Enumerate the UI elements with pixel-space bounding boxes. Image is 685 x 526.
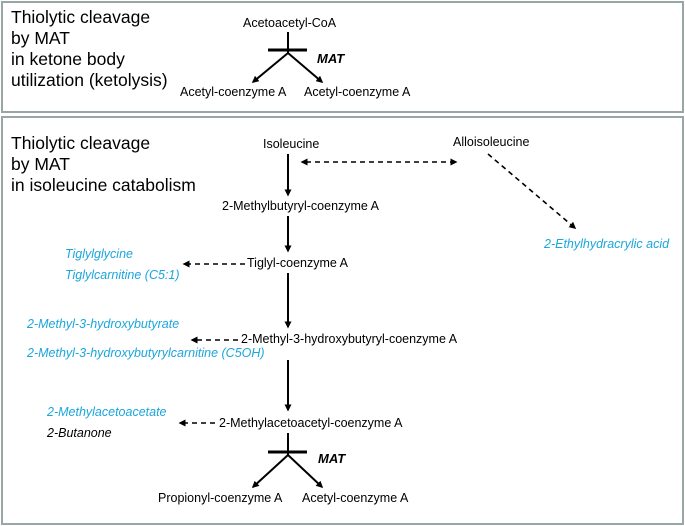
propionyl-coa-label: Propionyl-coenzyme A (158, 491, 283, 505)
hydroxybutyryl-coa-label: 2-Methyl-3-hydroxybutyryl-coenzyme A (241, 332, 458, 346)
mat-enzyme-label: MAT (318, 451, 346, 466)
acetyl-coa-label: Acetyl-coenzyme A (302, 491, 409, 505)
methylacetoacetyl-coa-label: 2-Methylacetoacetyl-coenzyme A (219, 416, 403, 430)
isoleucine-panel (1, 116, 684, 525)
heading-line: by MAT (11, 154, 70, 174)
arrow-alloisoleucine-to-ethylhydracrylic (487, 153, 577, 229)
arrow-to-propionyl (251, 454, 289, 489)
methylbutyryl-coa-label: 2-Methylbutyryl-coenzyme A (222, 199, 380, 213)
acetyl-coa-right-label: Acetyl-coenzyme A (304, 85, 411, 99)
heading-line: Thiolytic cleavage (11, 133, 151, 153)
heading-line: Thiolytic cleavage (11, 7, 151, 27)
isoleucine-heading: Thiolytic cleavage by MAT in isoleucine … (11, 133, 196, 196)
heading-line: in ketone body (11, 49, 125, 69)
ketolysis-panel (1, 1, 684, 113)
tiglyl-coa-label: Tiglyl-coenzyme A (247, 256, 348, 270)
heading-line: in isoleucine catabolism (11, 175, 196, 195)
hydroxybutyrate-label: 2-Methyl-3-hydroxybutyrate (27, 317, 180, 331)
arrow-to-acetyl-left (251, 52, 289, 83)
butanone-label: 2-Butanone (47, 426, 112, 440)
heading-line: utilization (ketolysis) (11, 70, 168, 90)
tiglylglycine-label: Tiglylglycine (65, 247, 133, 261)
hydroxybutyrylcarnitine-label: 2-Methyl-3-hydroxybutyrylcarnitine (C5OH… (27, 346, 265, 360)
heading-line: by MAT (11, 28, 70, 48)
methylacetoacetate-label: 2-Methylacetoacetate (47, 405, 167, 419)
acetoacetyl-coa-label: Acetoacetyl-CoA (243, 16, 337, 30)
arrow-to-acetyl-right (287, 52, 324, 83)
tiglylcarnitine-label: Tiglylcarnitine (C5:1) (65, 268, 180, 282)
mat-enzyme-label: MAT (317, 51, 345, 66)
alloisoleucine-label: Alloisoleucine (453, 135, 530, 149)
ethylhydracrylic-acid-label: 2-Ethylhydracrylic acid (544, 237, 670, 251)
ketolysis-heading: Thiolytic cleavage by MAT in ketone body… (11, 7, 168, 91)
isoleucine-label: Isoleucine (263, 137, 320, 151)
acetyl-coa-left-label: Acetyl-coenzyme A (180, 85, 287, 99)
arrow-to-acetyl (287, 454, 324, 489)
